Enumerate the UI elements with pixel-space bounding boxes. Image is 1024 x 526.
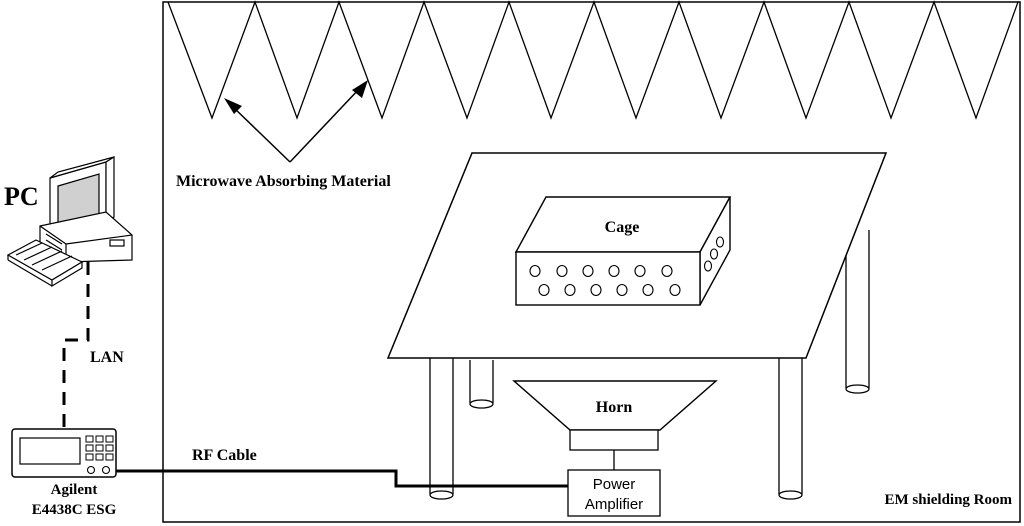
absorbing-material-arrows bbox=[224, 80, 368, 163]
power-amplifier-label-line1: Power bbox=[593, 476, 636, 493]
rf-cable-line bbox=[106, 469, 568, 488]
cage-label: Cage bbox=[605, 219, 640, 236]
shielding-room-label: EM shielding Room bbox=[884, 492, 1012, 508]
table-front-legs bbox=[429, 358, 803, 500]
signal-generator-screen bbox=[19, 437, 81, 465]
microwave-label: Microwave Absorbing Material bbox=[176, 173, 391, 190]
signal-generator-icon bbox=[11, 428, 117, 478]
power-amplifier-box bbox=[567, 469, 661, 517]
lan-connection-line bbox=[62, 262, 90, 428]
shielding-room-outline bbox=[162, 1, 1021, 523]
cage-box bbox=[514, 196, 732, 306]
pc-label: PC bbox=[4, 182, 39, 211]
signal-generator-label-line1: Agilent bbox=[51, 482, 98, 498]
rf-cable-label: RF Cable bbox=[192, 447, 257, 464]
lan-label: LAN bbox=[90, 349, 124, 366]
horn-label: Horn bbox=[596, 399, 633, 416]
horn-antenna bbox=[512, 380, 718, 470]
pc-computer-icon bbox=[6, 155, 133, 288]
power-amplifier-label-line2: Amplifier bbox=[585, 496, 643, 513]
signal-generator-label-line2: E4438C ESG bbox=[32, 502, 117, 518]
absorbing-material-zigzag bbox=[167, 0, 1019, 120]
